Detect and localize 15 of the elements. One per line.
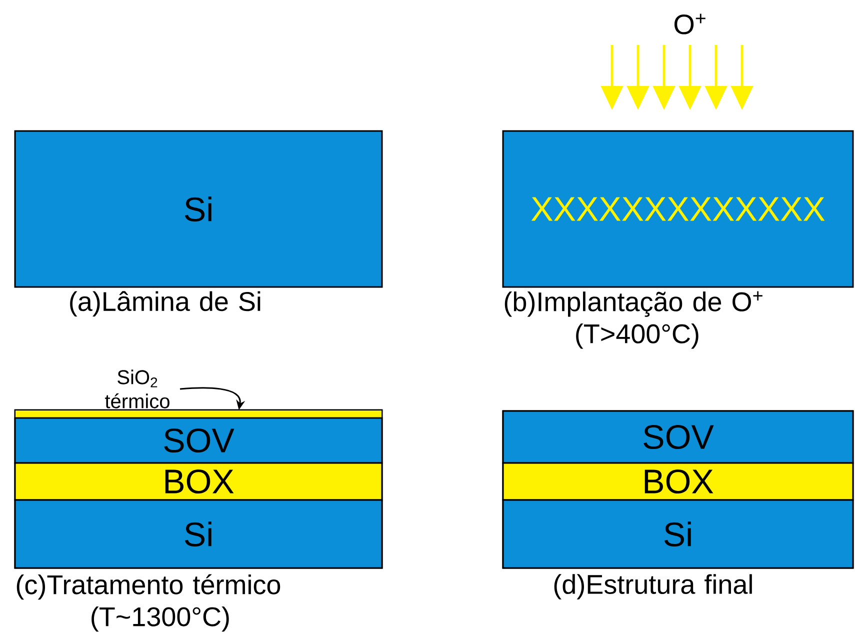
oxide-layer: BOX bbox=[14, 462, 383, 501]
silicon-layer: SOV bbox=[14, 417, 383, 464]
implanted-wafer: XXXXXXXXXXXXX bbox=[502, 130, 854, 288]
ion-label: O$^{+}$ bbox=[674, 14, 706, 34]
node-label: (c)Tratamento térmico (T~1300°C) bbox=[16, 574, 280, 632]
silicon-layer: SOV bbox=[502, 410, 854, 464]
wafer-layer: Si bbox=[14, 130, 383, 288]
silicon-layer: Si bbox=[502, 499, 854, 569]
silicon-layer: Si bbox=[14, 499, 383, 569]
oxide-layer bbox=[14, 410, 382, 418]
node-label: (a)Lâmina de Si bbox=[70, 291, 260, 316]
layer-label: SiO$_{2}$ térmico bbox=[105, 370, 170, 408]
node-label: (b)Implantação de O$^{+}$ (T>400°C) bbox=[504, 291, 762, 349]
oxide-layer: BOX bbox=[502, 462, 854, 501]
node-label: (d)Estrutura final bbox=[554, 574, 752, 600]
